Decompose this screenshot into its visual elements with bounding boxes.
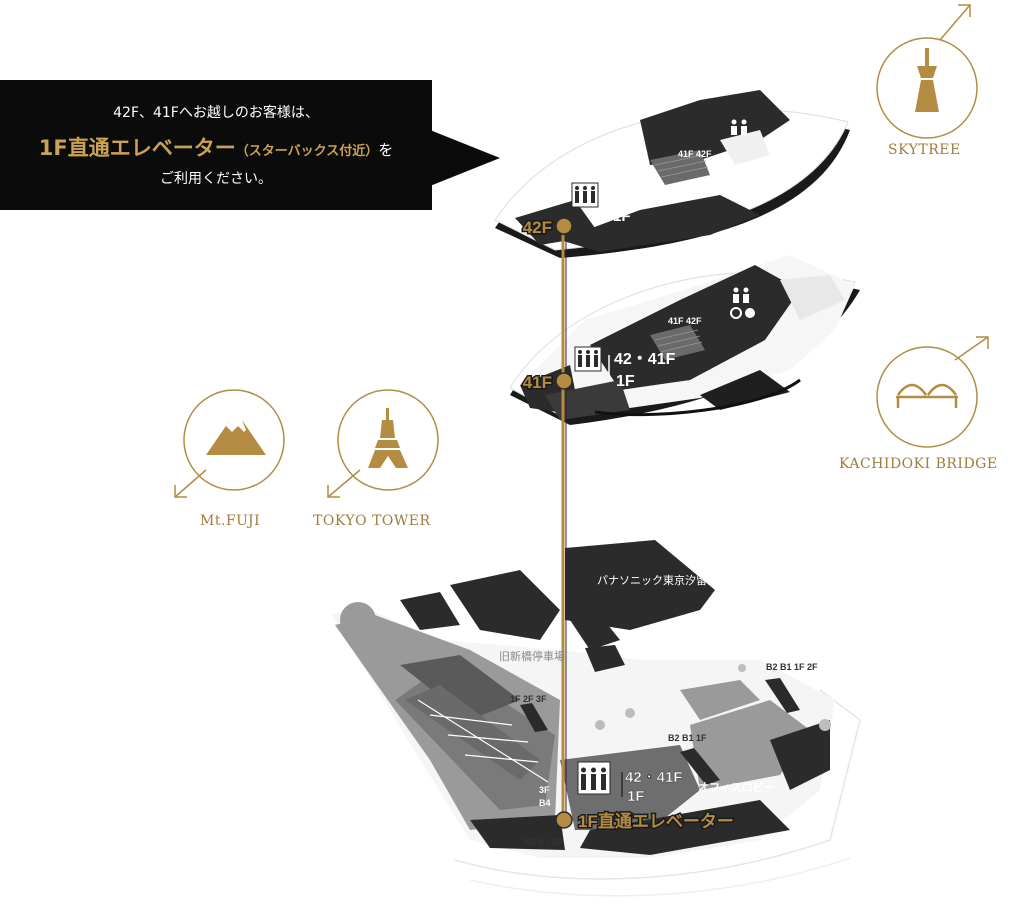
label-3f: 3F <box>539 785 550 795</box>
label-b4: B4 <box>539 798 551 808</box>
elev-1f-upper: 42・41F <box>625 769 683 786</box>
landmark-fuji[interactable] <box>174 389 285 498</box>
info-callout: 42F、41Fへお越しのお客様は、 1F直通エレベーター（スターバックス付近）を… <box>0 80 432 210</box>
floor-42-map <box>494 90 850 259</box>
restroom-icon-42f <box>731 119 747 135</box>
label-fuji[interactable]: Mt.FUJI <box>200 513 261 529</box>
elev-41f-upper: 42・41F <box>614 351 676 368</box>
callout-line-3: ご利用ください。 <box>160 171 272 187</box>
stair-label-41f: 41F 42F <box>668 316 702 326</box>
stair-label-42f: 41F 42F <box>678 149 712 159</box>
callout-line-1: 42F、41Fへお越しのお客様は、 <box>113 105 319 121</box>
marker-41f <box>555 372 573 390</box>
restroom-icon-41f <box>733 287 749 303</box>
elevator-icon-42f <box>571 182 599 208</box>
tokyo-tower-icon <box>368 408 408 468</box>
landmark-kachidoki[interactable] <box>876 336 989 448</box>
accessible-icon-41f <box>730 307 755 319</box>
label-41f: 41F <box>523 373 552 392</box>
elev-42f-lower: 1F <box>613 208 631 225</box>
elev-42f-upper: 42・41F <box>613 187 671 204</box>
callout-line-2-tail: を <box>378 141 394 159</box>
elevator-icon-1f <box>577 761 611 795</box>
elevator-icon-41f <box>574 346 602 372</box>
label-1f-elevator: 1F直通エレベーター <box>578 811 734 831</box>
callout-line-2: 1F直通エレベーター（スターバックス付近）を <box>0 132 432 162</box>
label-tokyo-tower[interactable]: TOKYO TOWER <box>313 513 431 529</box>
label-kachidoki[interactable]: KACHIDOKI BRIDGE <box>839 456 998 472</box>
callout-elevator-location: （スターバックス付近） <box>235 144 379 159</box>
label-skytree[interactable]: SKYTREE <box>888 142 961 158</box>
label-1f-2f-3f: 1F 2F 3F <box>510 694 547 704</box>
label-b2-b1-1f-2f: B2 B1 1F 2F <box>766 662 818 672</box>
fuji-icon <box>206 420 266 455</box>
label-b2-b1-1f-mid: B2 B1 1F <box>668 733 707 743</box>
label-b2-b1-1f-bottom: B2 B1 1F <box>524 837 563 847</box>
marker-1f <box>555 811 573 829</box>
label-office-lobby: オフィスロビー <box>698 780 775 794</box>
label-panasonic: パナソニック東京汐留ビル <box>597 573 729 587</box>
label-42f: 42F <box>523 218 552 237</box>
elev-1f-lower: 1F <box>627 788 645 805</box>
elev-41f-lower: 1F <box>616 373 635 390</box>
label-kyushinbashi: 旧新橋停車場 <box>499 649 565 663</box>
callout-elevator-name: 1F直通エレベーター <box>38 136 236 160</box>
panasonic-building <box>565 540 715 630</box>
landmark-tokyo-tower[interactable] <box>327 389 439 498</box>
ground-floor-map <box>332 540 861 897</box>
marker-42f <box>555 217 573 235</box>
landmark-skytree[interactable] <box>876 4 978 139</box>
callout-pointer <box>430 130 500 186</box>
skytree-icon <box>915 48 939 112</box>
bridge-icon <box>896 383 958 408</box>
